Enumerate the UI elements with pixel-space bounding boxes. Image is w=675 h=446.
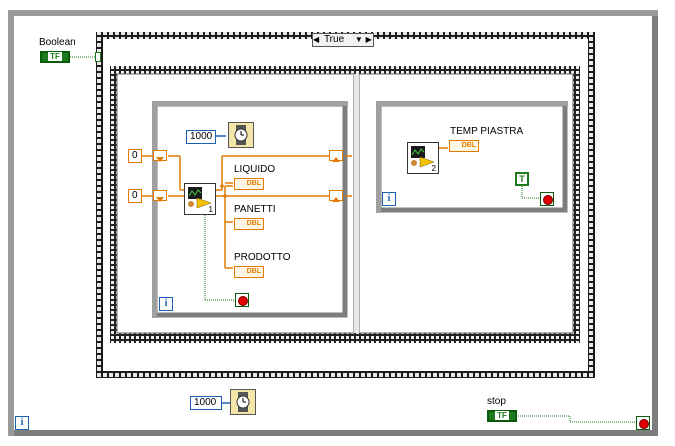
indicator-panetti-label: PANETTI <box>234 204 276 215</box>
up-arrow-icon <box>332 157 340 162</box>
outer-while-loop[interactable] <box>8 10 658 436</box>
stop-control-label: stop <box>487 396 506 407</box>
subvi-2[interactable]: 2 <box>407 142 439 174</box>
indicator-temp-piastra[interactable]: DBL <box>449 140 479 152</box>
indicator-prodotto[interactable]: DBL <box>234 266 264 278</box>
integer-wires <box>216 135 230 404</box>
stop-control-terminal[interactable]: TF <box>487 410 517 422</box>
init-constant-2[interactable]: 0 <box>128 189 142 203</box>
shift-register-left-2[interactable] <box>153 190 167 202</box>
outer-wait-ms-constant[interactable]: 1000 <box>190 396 222 410</box>
boolean-control-terminal[interactable]: TF <box>40 51 70 63</box>
indicator-temp-piastra-label: TEMP PIASTRA <box>450 126 524 137</box>
left-loop-stop-terminal[interactable] <box>235 293 249 307</box>
subvi-1[interactable]: 1 <box>184 183 216 215</box>
up-arrow-icon <box>332 197 340 202</box>
case-selector[interactable]: ◀ True ▼ ▶ <box>312 33 374 47</box>
down-arrow-icon <box>156 157 164 162</box>
wait-ms-icon[interactable] <box>228 122 254 148</box>
subvi-1-number: 1 <box>208 205 213 214</box>
shift-register-right-2[interactable] <box>329 190 343 202</box>
wire-junction <box>223 194 227 198</box>
case-prev-arrow[interactable]: ◀ <box>313 35 320 44</box>
right-loop-iteration-terminal[interactable]: i <box>382 192 396 206</box>
terminal-text: TF <box>48 52 62 61</box>
down-arrow-icon <box>156 197 164 202</box>
boolean-control-label: Boolean <box>39 37 76 48</box>
wait-ms-constant[interactable]: 1000 <box>186 130 216 144</box>
outer-loop-stop-terminal[interactable] <box>636 416 650 430</box>
wire-junction <box>220 184 224 188</box>
watch-icon <box>236 392 250 412</box>
indicator-panetti[interactable]: DBL <box>234 218 264 230</box>
outer-loop-iteration-terminal[interactable]: i <box>15 416 29 430</box>
boolean-wires <box>70 56 636 423</box>
init-constant-1[interactable]: 0 <box>128 149 142 163</box>
subvi-2-number: 2 <box>431 164 436 173</box>
outer-wait-ms-icon[interactable] <box>230 389 256 415</box>
daq-assistant-icon <box>411 146 435 168</box>
shift-register-left-1[interactable] <box>153 150 167 162</box>
case-next-arrow[interactable]: ▶ <box>365 35 372 44</box>
case-selector-value: True <box>323 34 345 45</box>
watch-icon <box>234 125 248 145</box>
case-selector-terminal[interactable] <box>95 52 101 62</box>
right-loop-stop-terminal[interactable] <box>540 192 554 206</box>
left-loop-iteration-terminal[interactable]: i <box>159 297 173 311</box>
terminal-text: TF <box>495 411 509 420</box>
indicator-liquido[interactable]: DBL <box>234 178 264 190</box>
true-constant[interactable]: T <box>515 172 529 186</box>
daq-assistant-icon <box>188 187 212 209</box>
right-inner-while-loop[interactable] <box>376 101 568 213</box>
shift-register-right-1[interactable] <box>329 150 343 162</box>
indicator-prodotto-label: PRODOTTO <box>234 252 291 263</box>
indicator-liquido-label: LIQUIDO <box>234 164 276 175</box>
left-inner-while-loop[interactable] <box>152 101 348 318</box>
case-dropdown-arrow[interactable]: ▼ <box>354 35 363 44</box>
